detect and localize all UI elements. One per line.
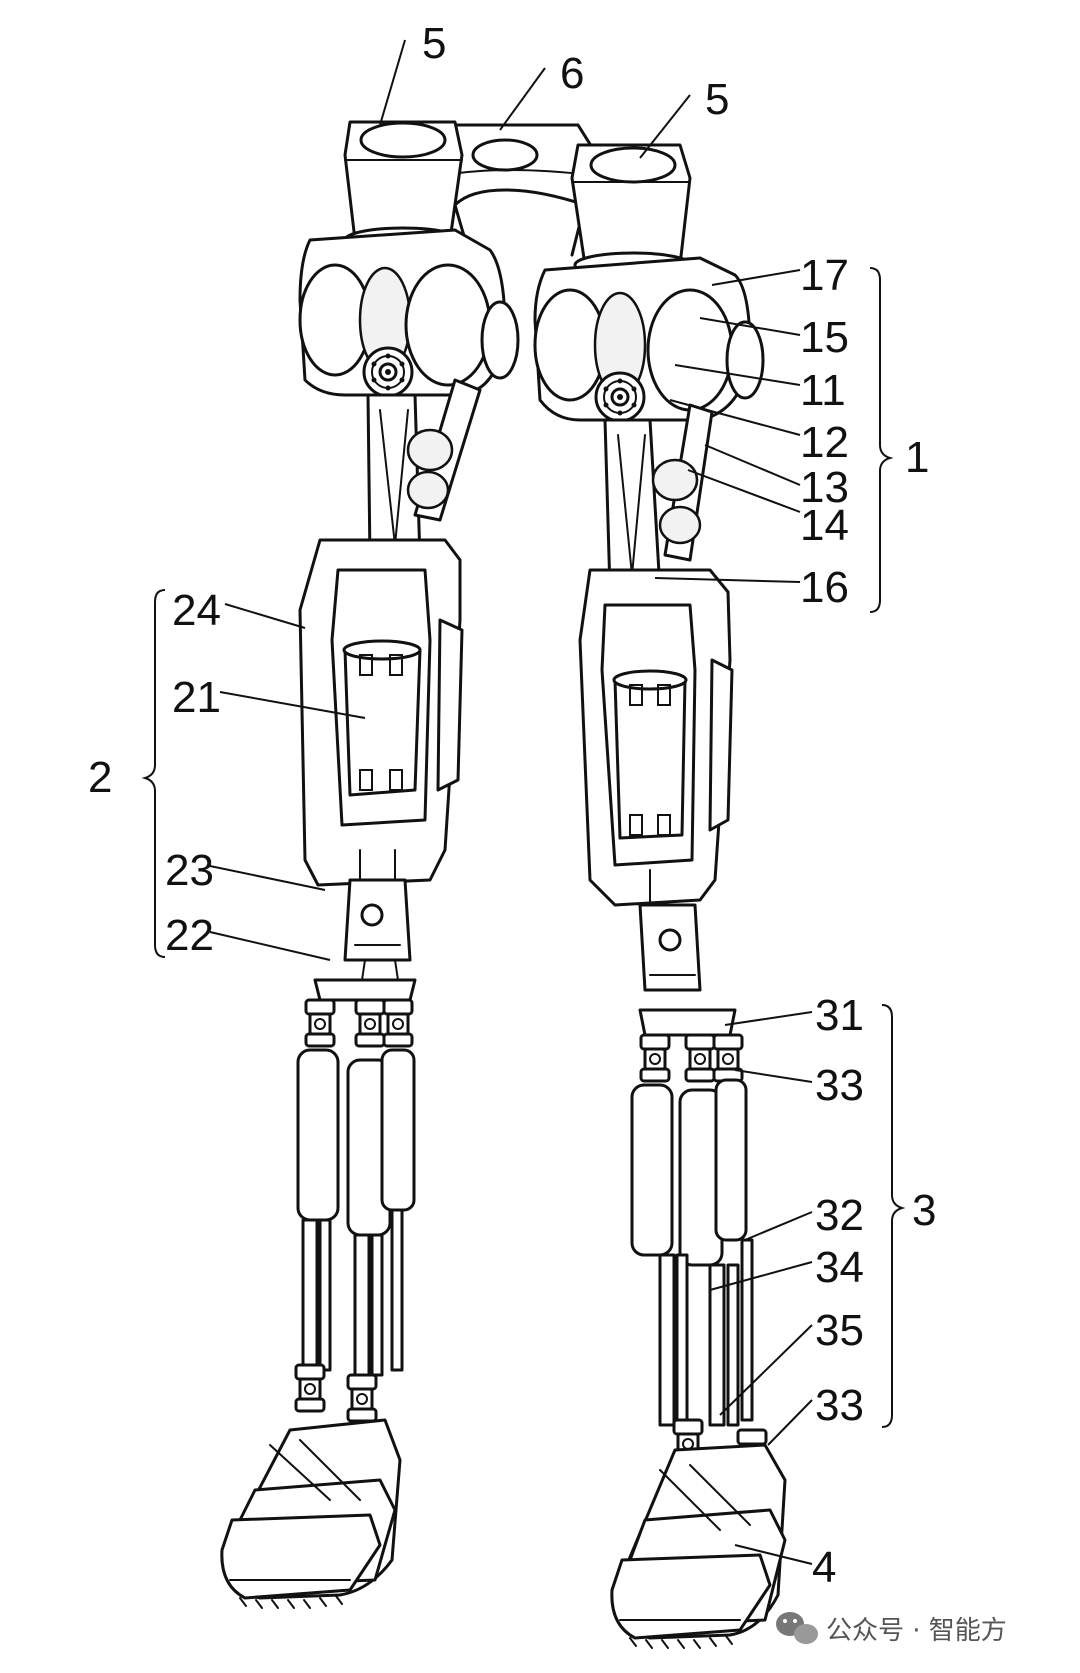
shank-right (630, 1033, 768, 1478)
label-6: 6 (560, 49, 584, 98)
foot-right (610, 1443, 787, 1649)
label-3: 3 (912, 1186, 936, 1235)
label-1: 1 (905, 433, 929, 482)
shank-left (294, 998, 416, 1423)
hip-joint-left (298, 228, 520, 562)
label-17: 17 (800, 251, 849, 300)
label-22: 22 (165, 911, 214, 960)
label-15: 15 (800, 313, 849, 362)
label-35: 35 (815, 1306, 864, 1355)
label-11: 11 (800, 366, 846, 415)
callout-labels: 5 6 5 17 15 11 12 13 14 16 1 24 21 2 23 … (88, 19, 936, 1592)
hip-motor-right (570, 143, 693, 279)
label-13: 13 (800, 463, 849, 512)
watermark: 公众号 · 智能方 (776, 1612, 1007, 1646)
label-4: 4 (812, 1543, 836, 1592)
thigh-right (578, 568, 737, 1037)
label-5-left: 5 (422, 19, 446, 68)
label-34: 34 (815, 1243, 864, 1292)
label-24: 24 (172, 586, 221, 635)
label-23: 23 (165, 846, 214, 895)
label-5-right: 5 (705, 75, 729, 124)
label-12: 12 (800, 418, 849, 467)
label-21: 21 (172, 673, 221, 722)
watermark-text: 公众号 · 智能方 (826, 1616, 1007, 1646)
label-33-upper: 33 (815, 1061, 864, 1110)
label-31: 31 (815, 991, 864, 1040)
label-14: 14 (800, 501, 849, 550)
foot-left (220, 1418, 402, 1609)
leader-lines (209, 39, 813, 1565)
wechat-icon (776, 1612, 818, 1644)
thigh-left (298, 538, 464, 1002)
label-16: 16 (800, 563, 849, 612)
waist-frame (428, 123, 602, 257)
label-32: 32 (815, 1191, 864, 1240)
label-33-lower: 33 (815, 1381, 864, 1430)
hip-joint-right (533, 256, 765, 592)
label-2: 2 (88, 753, 112, 802)
braces (141, 267, 906, 1428)
